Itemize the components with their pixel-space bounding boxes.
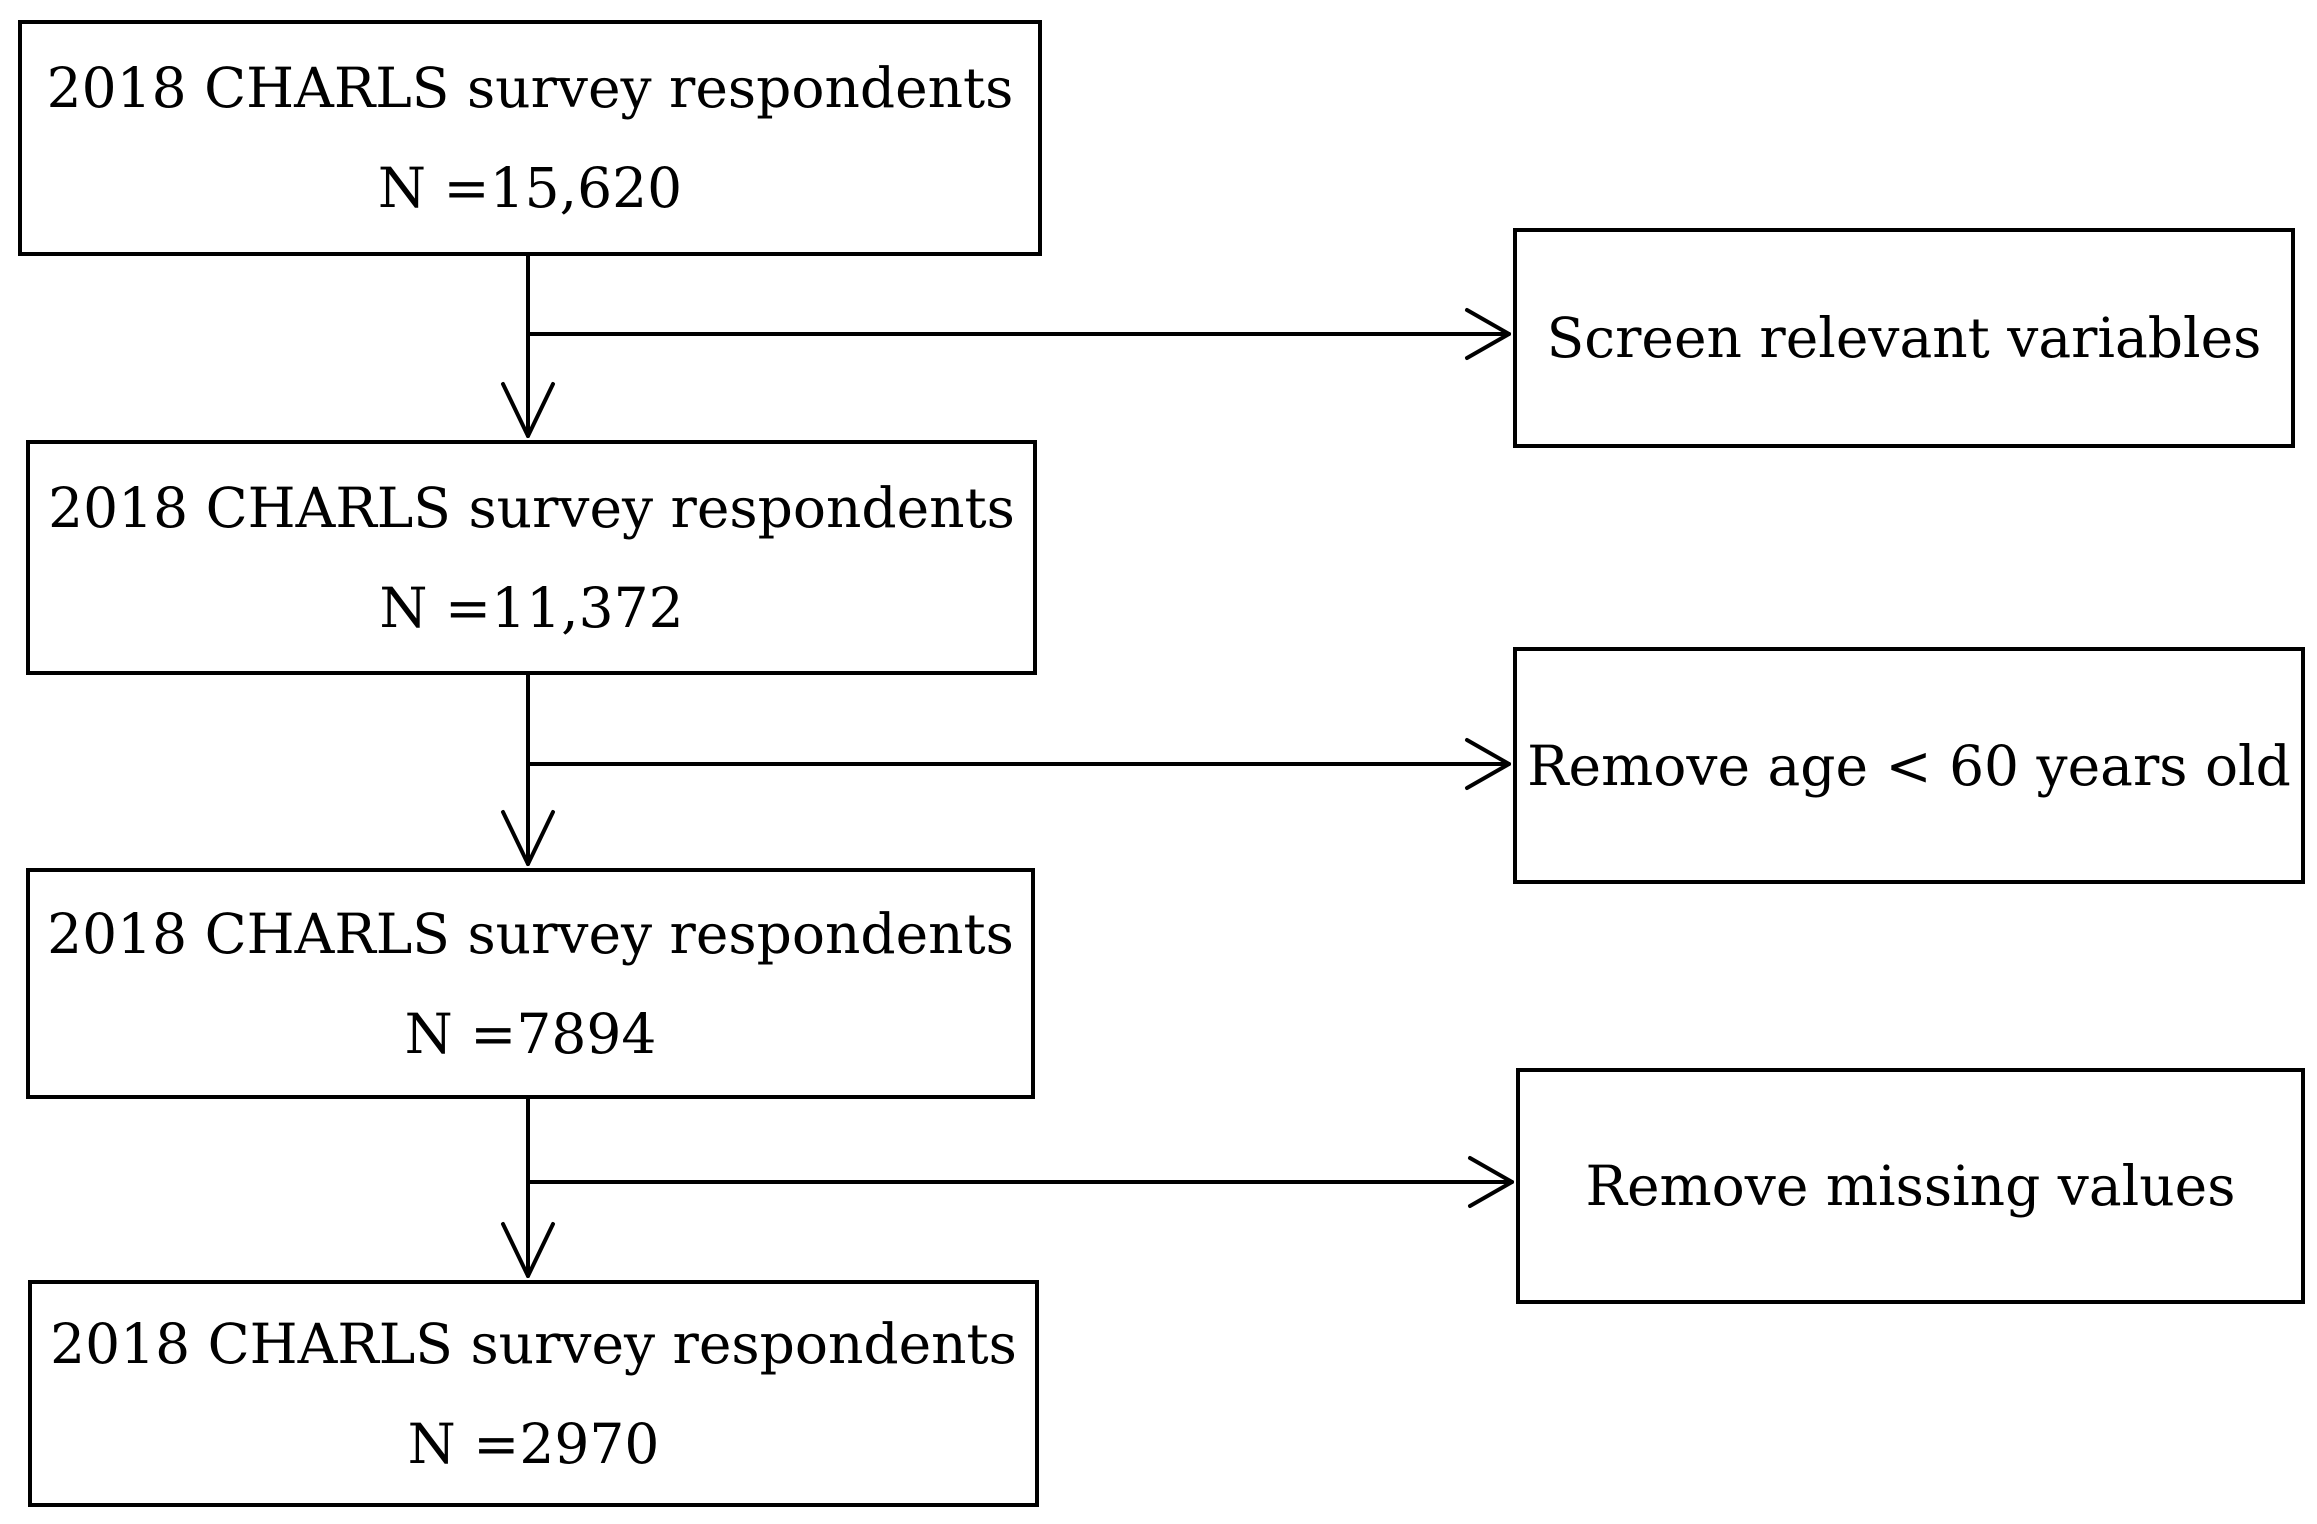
connector-3 [501,1097,1514,1278]
step-title: 2018 CHARLS survey respondents [50,1311,1017,1376]
flow-step-box-3: 2018 CHARLS survey respondents N =7894 [26,868,1035,1099]
step-title: 2018 CHARLS survey respondents [48,475,1015,540]
step-count: N =11,372 [379,575,684,640]
connector-1 [501,254,1511,438]
down-arrowhead-icon [501,382,555,438]
step-count: N =15,620 [377,156,683,220]
step-title: 2018 CHARLS survey respondents [47,901,1014,966]
flow-step-box-1: 2018 CHARLS survey respondents N =15,620 [18,20,1042,256]
exclusion-box-remove-age: Remove age < 60 years old [1513,647,2305,884]
exclusion-box-screen-variables: Screen relevant variables [1513,228,2295,448]
exclusion-box-remove-missing: Remove missing values [1516,1068,2305,1304]
right-arrowhead-icon [1465,738,1511,790]
exclusion-label: Remove age < 60 years old [1527,733,2291,798]
step-count: N =7894 [404,1001,657,1066]
flow-step-box-4: 2018 CHARLS survey respondents N =2970 [28,1280,1039,1507]
exclusion-label: Screen relevant variables [1546,306,2262,370]
connector-2 [501,673,1511,866]
right-arrowhead-icon [1465,308,1511,360]
down-arrowhead-icon [501,810,555,866]
down-arrowhead-icon [501,1222,555,1278]
flow-step-box-2: 2018 CHARLS survey respondents N =11,372 [26,440,1037,675]
right-arrowhead-icon [1468,1156,1514,1208]
step-title: 2018 CHARLS survey respondents [46,56,1014,120]
exclusion-label: Remove missing values [1585,1154,2236,1218]
step-count: N =2970 [407,1411,660,1476]
